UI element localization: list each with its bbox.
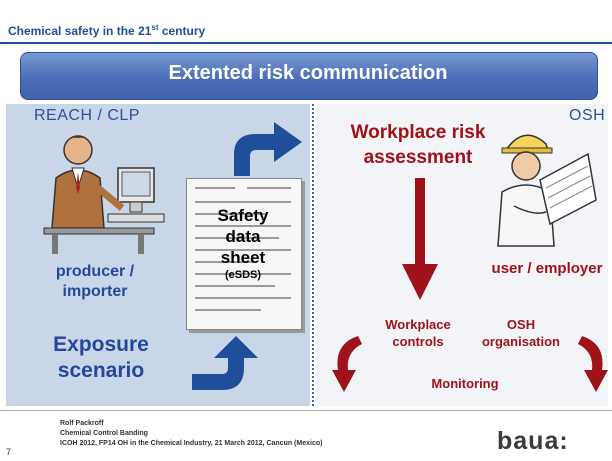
title-superscript: st bbox=[151, 23, 159, 32]
workplace-risk-assessment-label: Workplace risk assessment bbox=[326, 120, 510, 170]
baua-logo: baua: bbox=[497, 427, 569, 455]
footer-rule bbox=[0, 410, 612, 411]
osh-organisation-label: OSH organisation bbox=[466, 316, 576, 350]
assessment-line2: assessment bbox=[363, 147, 473, 168]
assessment-line1: Workplace risk bbox=[350, 122, 486, 143]
header-rule bbox=[0, 42, 612, 44]
title-text-end: century bbox=[158, 24, 206, 38]
footer-event: Chemical Control Banding bbox=[60, 430, 148, 437]
monitoring-label: Monitoring bbox=[431, 376, 499, 391]
organisation-line2: organisation bbox=[481, 334, 560, 349]
osh-panel bbox=[315, 104, 608, 406]
cycle-left-arrow-icon bbox=[332, 336, 362, 392]
title-text: Chemical safety in the 21 bbox=[8, 24, 152, 38]
panel-divider bbox=[312, 104, 314, 406]
user-employer-label: user / employer bbox=[491, 260, 603, 277]
footer-author: Rolf Packroff bbox=[60, 420, 104, 427]
employer-figure-icon bbox=[497, 134, 597, 247]
sds-label: Safety data sheet (eSDS) bbox=[186, 205, 300, 282]
producer-label-line2: importer bbox=[62, 283, 128, 300]
sds-line2: data bbox=[225, 227, 261, 246]
producer-figure-icon bbox=[43, 135, 165, 254]
sds-line3: sheet bbox=[220, 248, 266, 267]
footer-conference: ICOH 2012, FP14 OH in the Chemical Indus… bbox=[60, 440, 323, 447]
slide-title: Chemical safety in the 21st century bbox=[8, 23, 205, 38]
sds-line4: (eSDS) bbox=[224, 269, 262, 281]
upper-arrow-icon bbox=[234, 122, 302, 176]
workplace-controls-label: Workplace controls bbox=[364, 316, 472, 350]
exposure-scenario-label: Exposure scenario bbox=[36, 332, 166, 384]
reach-clp-label: REACH / CLP bbox=[34, 107, 140, 124]
producer-label-line1: producer / bbox=[55, 263, 135, 280]
slide-header bbox=[0, 0, 612, 44]
slide-footer bbox=[0, 408, 612, 461]
producer-importer-label: producer / importer bbox=[40, 262, 150, 302]
cycle-right-arrow-icon bbox=[578, 336, 608, 392]
banner-title: Extented risk communication bbox=[168, 62, 448, 84]
controls-line2: controls bbox=[392, 334, 444, 349]
controls-line1: Workplace bbox=[385, 317, 451, 332]
osh-label: OSH bbox=[569, 107, 606, 124]
exposure-label-line2: scenario bbox=[57, 359, 145, 382]
sds-line1: Safety bbox=[217, 206, 269, 225]
page-number: 7 bbox=[6, 447, 12, 457]
down-arrow-icon bbox=[402, 178, 438, 300]
safety-data-sheet-document bbox=[186, 178, 302, 330]
banner bbox=[20, 52, 598, 100]
organisation-line1: OSH bbox=[506, 317, 536, 332]
lower-arrow-icon bbox=[192, 336, 258, 390]
exposure-label-line1: Exposure bbox=[53, 333, 149, 356]
